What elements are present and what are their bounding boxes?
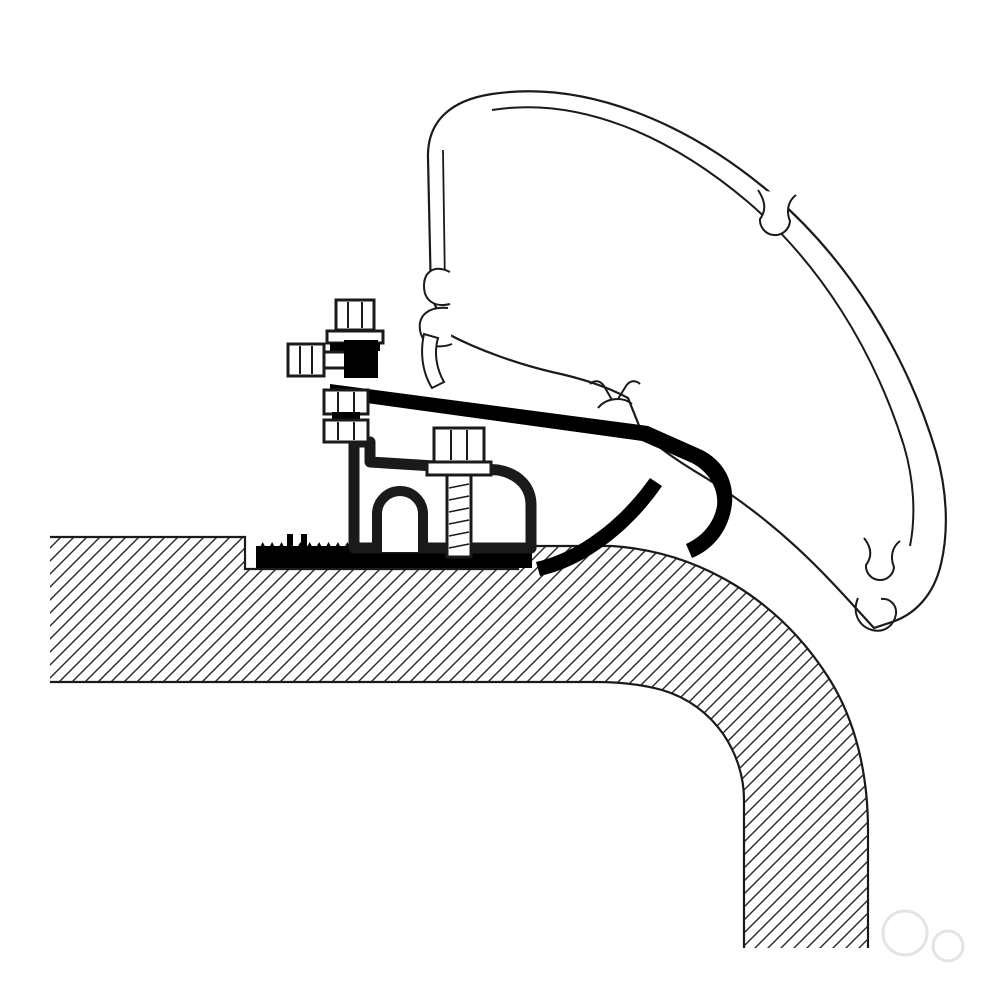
rail-top-omega-clip (757, 189, 797, 237)
roof-outline (50, 535, 870, 948)
bracket-arch-cutout (372, 486, 428, 552)
adapter-top-bar-and-hook-arm (330, 384, 733, 558)
lock-nut-lower (322, 418, 370, 444)
fasteners (286, 298, 493, 559)
rail-bottom-omega-clip (863, 537, 901, 582)
lock-nut-upper (322, 388, 370, 416)
adapter-web (536, 478, 662, 576)
awning-rail-profile (418, 90, 947, 632)
rail-left-hook-upper (422, 267, 451, 306)
rail-bottom-end-hook (854, 597, 898, 632)
rail-spring-clip (589, 380, 641, 409)
base-pin-right (301, 534, 307, 551)
rail-inner-thickness-line (491, 106, 915, 547)
base-pin-left (287, 534, 293, 551)
vertical-bolt-washer (425, 460, 493, 477)
watermark-circles (881, 909, 965, 963)
side-clamp-bolt-facets (299, 346, 313, 374)
vertical-bolt-nut-facets (450, 430, 468, 460)
rail-left-lower-tab (421, 332, 446, 390)
clamp-block (344, 340, 378, 378)
vehicle-roof-cross-section (50, 535, 870, 948)
lock-nut-upper-facets (337, 392, 355, 412)
nut-spacer (332, 412, 360, 422)
top-clamp-bolt-head (334, 298, 376, 332)
vertical-bolt-thread-lines (448, 483, 470, 549)
rail-body (426, 90, 947, 630)
vertical-bolt-nut (432, 426, 486, 464)
rail-left-edge-inner-line (442, 149, 446, 289)
roof-hatch-fill (50, 537, 868, 948)
base-serration-teeth (258, 542, 353, 551)
adapter-assembly (256, 384, 733, 576)
lock-nut-lower-facets (337, 422, 355, 440)
top-clamp-bolt-facets (347, 302, 363, 328)
side-clamp-bolt-shaft (322, 350, 348, 370)
vertical-bolt-shank (445, 473, 473, 559)
side-clamp-bolt-head (286, 342, 326, 378)
